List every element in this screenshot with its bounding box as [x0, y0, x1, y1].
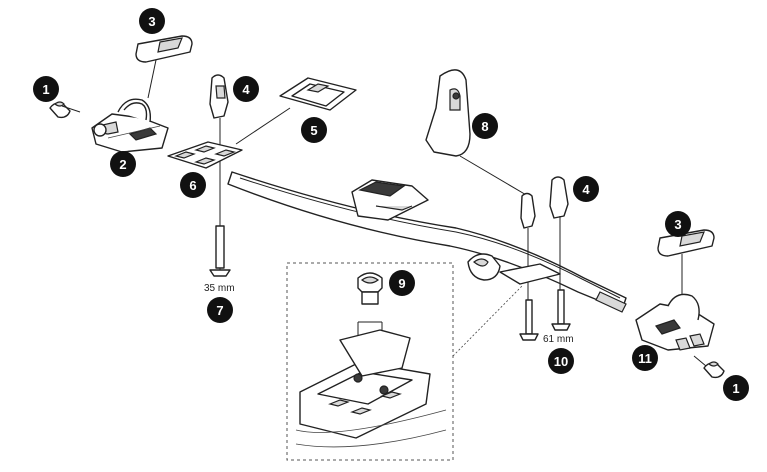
- main-rail-bar: [227, 171, 627, 313]
- part-4-right-adapters: [520, 176, 569, 300]
- part-3-left-strap-pad: [135, 35, 193, 99]
- part-5-frame-plate: [235, 77, 357, 145]
- callout-3-right: 3: [665, 211, 691, 237]
- part-1-right-knob: [693, 355, 725, 379]
- bar-clamp-knob: [467, 253, 561, 285]
- callout-2: 2: [110, 151, 136, 177]
- callout-4-left: 4: [233, 76, 259, 102]
- callout-4-right: 4: [573, 176, 599, 202]
- part-10-long-bolts: [519, 289, 571, 341]
- part-4-left-adapter: [209, 74, 229, 270]
- part-6-base-plate: [167, 141, 243, 169]
- callout-8: 8: [472, 113, 498, 139]
- part-11-right-clamp: [635, 293, 715, 351]
- detail-inset: [286, 262, 523, 461]
- callout-1-left: 1: [33, 76, 59, 102]
- part-2-wheel-clamp: [91, 98, 169, 153]
- callout-9: 9: [389, 270, 415, 296]
- callout-7: 7: [207, 297, 233, 323]
- callout-10: 10: [548, 348, 574, 374]
- part-7-short-bolt: [209, 225, 231, 277]
- part-1-left-knob: [49, 101, 81, 119]
- part-8-tall-adapter: [425, 69, 529, 197]
- callout-6: 6: [180, 172, 206, 198]
- callout-5: 5: [301, 117, 327, 143]
- long-bolt-length: 61 mm: [543, 334, 574, 345]
- part-3-right-strap-pad: [657, 229, 715, 296]
- callout-3-left: 3: [139, 8, 165, 34]
- short-bolt-length: 35 mm: [204, 283, 235, 294]
- callout-11: 11: [632, 345, 658, 371]
- callout-1-right: 1: [723, 375, 749, 401]
